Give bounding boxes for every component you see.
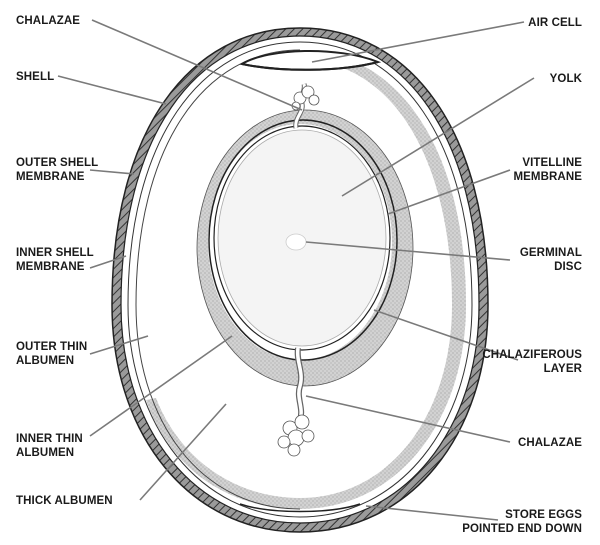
chalazae-top-strand [291, 83, 320, 129]
leader-yolk [341, 77, 535, 197]
label-shell: SHELL [16, 71, 55, 83]
label-inner-thin-albumen: INNER THIN ALBUMEN [16, 433, 83, 459]
label-store-eggs: STORE EGGS POINTED END DOWN [462, 509, 582, 535]
label-chalazae-bottom: CHALAZAE [517, 437, 582, 449]
pointed-end [239, 503, 361, 513]
label-air-cell: AIR CELL [528, 17, 582, 29]
leader-chalaziferous-layer [373, 309, 519, 361]
leader-outer-shell-membrane [89, 169, 135, 175]
label-germinal-disc: GERMINAL DISC [519, 247, 582, 273]
leader-air-cell [311, 21, 525, 63]
label-vitelline-membrane: VITELLINE MEMBRANE [513, 157, 582, 183]
leader-thick-albumen [139, 403, 227, 501]
label-outer-shell-membrane: OUTER SHELL MEMBRANE [16, 157, 99, 183]
leader-germinal-disc [305, 241, 511, 261]
label-thick-albumen: THICK ALBUMEN [16, 495, 113, 507]
leader-store-eggs [365, 505, 499, 521]
label-inner-shell-membrane: INNER SHELL MEMBRANE [16, 247, 94, 273]
leader-shell [57, 75, 167, 105]
chalaziferous-layer [208, 119, 398, 361]
label-yolk: YOLK [549, 73, 582, 85]
label-chalaziferous-layer: CHALAZIFEROUS LAYER [482, 349, 582, 375]
leader-outer-thin-albumen [89, 335, 149, 355]
leader-inner-shell-membrane [89, 255, 127, 269]
label-chalazae-top: CHALAZAE [16, 15, 81, 27]
leader-chalazae-bottom [305, 395, 511, 443]
germinal-disc [285, 233, 307, 251]
label-outer-thin-albumen: OUTER THIN ALBUMEN [16, 341, 88, 367]
leader-inner-thin-albumen [89, 335, 233, 437]
leader-vitelline-membrane [387, 169, 511, 215]
leader-chalazae-top [91, 19, 303, 111]
outer-thin-albumen-ring [135, 49, 301, 510]
chalazae-bottom-strand [277, 347, 315, 457]
leader-lines [57, 19, 535, 521]
